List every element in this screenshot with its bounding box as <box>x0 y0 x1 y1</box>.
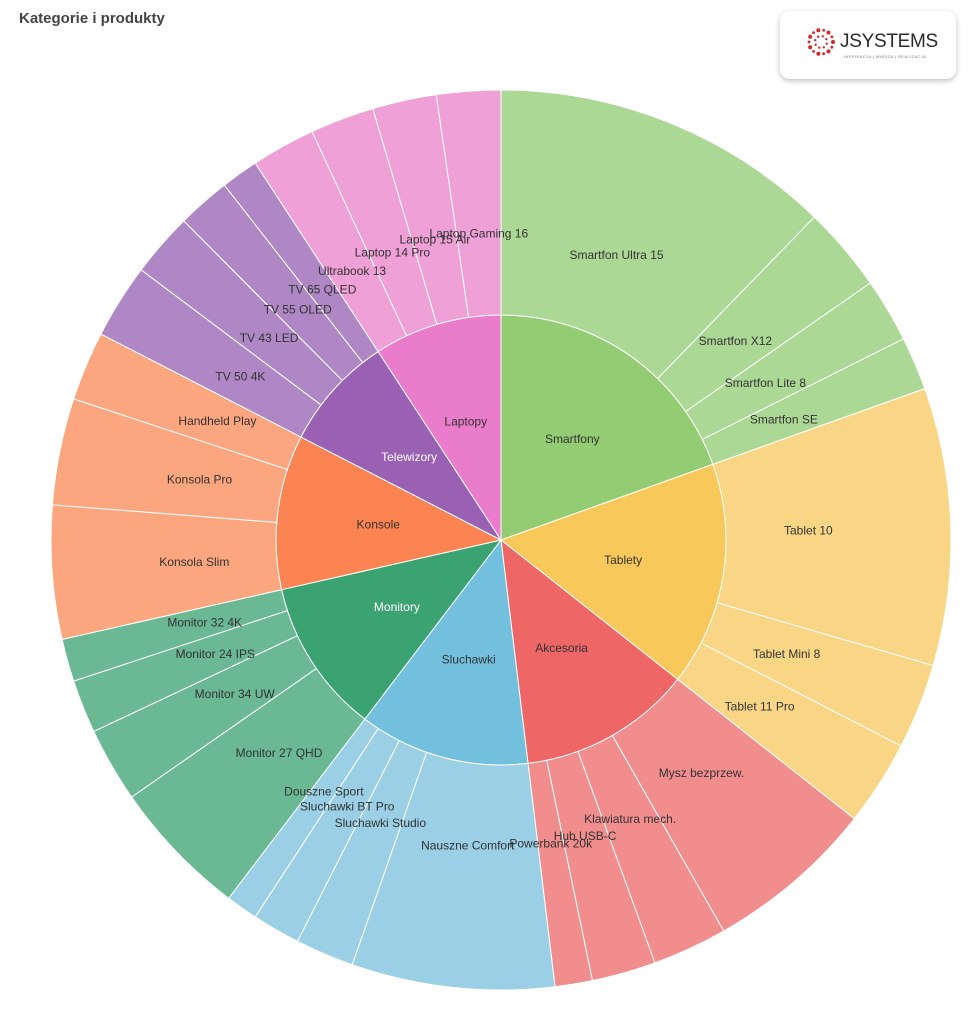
product-label-laptop-15-air: Laptop 15 Air <box>400 233 471 247</box>
product-label-smartfon-lite-8: Smartfon Lite 8 <box>725 376 807 390</box>
product-label-handheld-play: Handheld Play <box>178 414 256 428</box>
product-label-mysz-bezprzew: Mysz bezprzew. <box>659 766 744 780</box>
category-label-monitory: Monitory <box>374 600 420 614</box>
product-label-nauszne-comfort: Nauszne Comfort <box>421 839 515 853</box>
product-label-monitor-32-4k: Monitor 32 4K <box>167 615 242 629</box>
category-label-tablety: Tablety <box>604 553 642 567</box>
product-label-smartfon-x12: Smartfon X12 <box>699 334 773 348</box>
product-label-konsola-slim: Konsola Slim <box>159 555 229 569</box>
product-label-tablet-11-pro: Tablet 11 Pro <box>725 699 795 713</box>
logo-text: JSYSTEMS <box>840 31 938 52</box>
product-label-tv-65-qled: TV 65 QLED <box>288 283 356 297</box>
product-label-sluchawki-bt-pro: Sluchawki BT Pro <box>300 799 395 813</box>
category-label-smartfony: Smartfony <box>545 432 600 446</box>
product-slice-laptop-gaming-16[interactable] <box>435 89 502 318</box>
product-label-tablet-mini-8: Tablet Mini 8 <box>753 647 821 661</box>
product-label-konsola-pro: Konsola Pro <box>167 472 233 486</box>
product-label-monitor-24-ips: Monitor 24 IPS <box>176 647 255 661</box>
product-label-laptop-gaming-16: Laptop Gaming 16 <box>429 226 528 240</box>
product-label-tv-43-led: TV 43 LED <box>240 331 299 345</box>
product-label-tablet-10: Tablet 10 <box>784 524 833 538</box>
product-label-ultrabook-13: Ultrabook 13 <box>318 264 386 278</box>
product-label-sluchawki-studio: Sluchawki Studio <box>335 816 427 830</box>
product-label-powerbank-20k: Powerbank 20k <box>509 836 593 850</box>
product-label-smartfon-ultra-15: Smartfon Ultra 15 <box>570 248 664 262</box>
category-label-laptopy: Laptopy <box>444 414 487 428</box>
product-label-tv-55-oled: TV 55 OLED <box>264 302 332 316</box>
category-label-sluchawki: Sluchawki <box>442 652 496 666</box>
product-label-monitor-34-uw: Monitor 34 UW <box>195 687 276 701</box>
product-label-douszne-sport: Douszne Sport <box>284 784 364 798</box>
product-label-laptop-14-pro: Laptop 14 Pro <box>355 245 431 259</box>
chart-title: Kategorie i produkty <box>19 10 165 27</box>
dotted-circle-logo-icon <box>807 28 835 56</box>
category-label-telewizory: Telewizory <box>381 450 437 464</box>
product-label-tv-50-4k: TV 50 4K <box>215 370 265 384</box>
product-label-klawiatura-mech: Klawiatura mech. <box>584 812 676 826</box>
logo-tagline: INSPIRACJA | WIEDZA | REALIZACJA <box>844 54 927 59</box>
product-slice-smartfon-ultra-15[interactable] <box>500 89 816 380</box>
category-label-akcesoria: Akcesoria <box>535 641 588 655</box>
product-label-smartfon-se: Smartfon SE <box>750 412 818 426</box>
product-label-hub-usb-c: Hub USB-C <box>554 829 617 843</box>
category-label-konsole: Konsole <box>357 517 401 531</box>
jsystems-logo: JSYSTEMS INSPIRACJA | WIEDZA | REALIZACJ… <box>780 11 956 79</box>
product-label-monitor-27-qhd: Monitor 27 QHD <box>236 746 323 760</box>
